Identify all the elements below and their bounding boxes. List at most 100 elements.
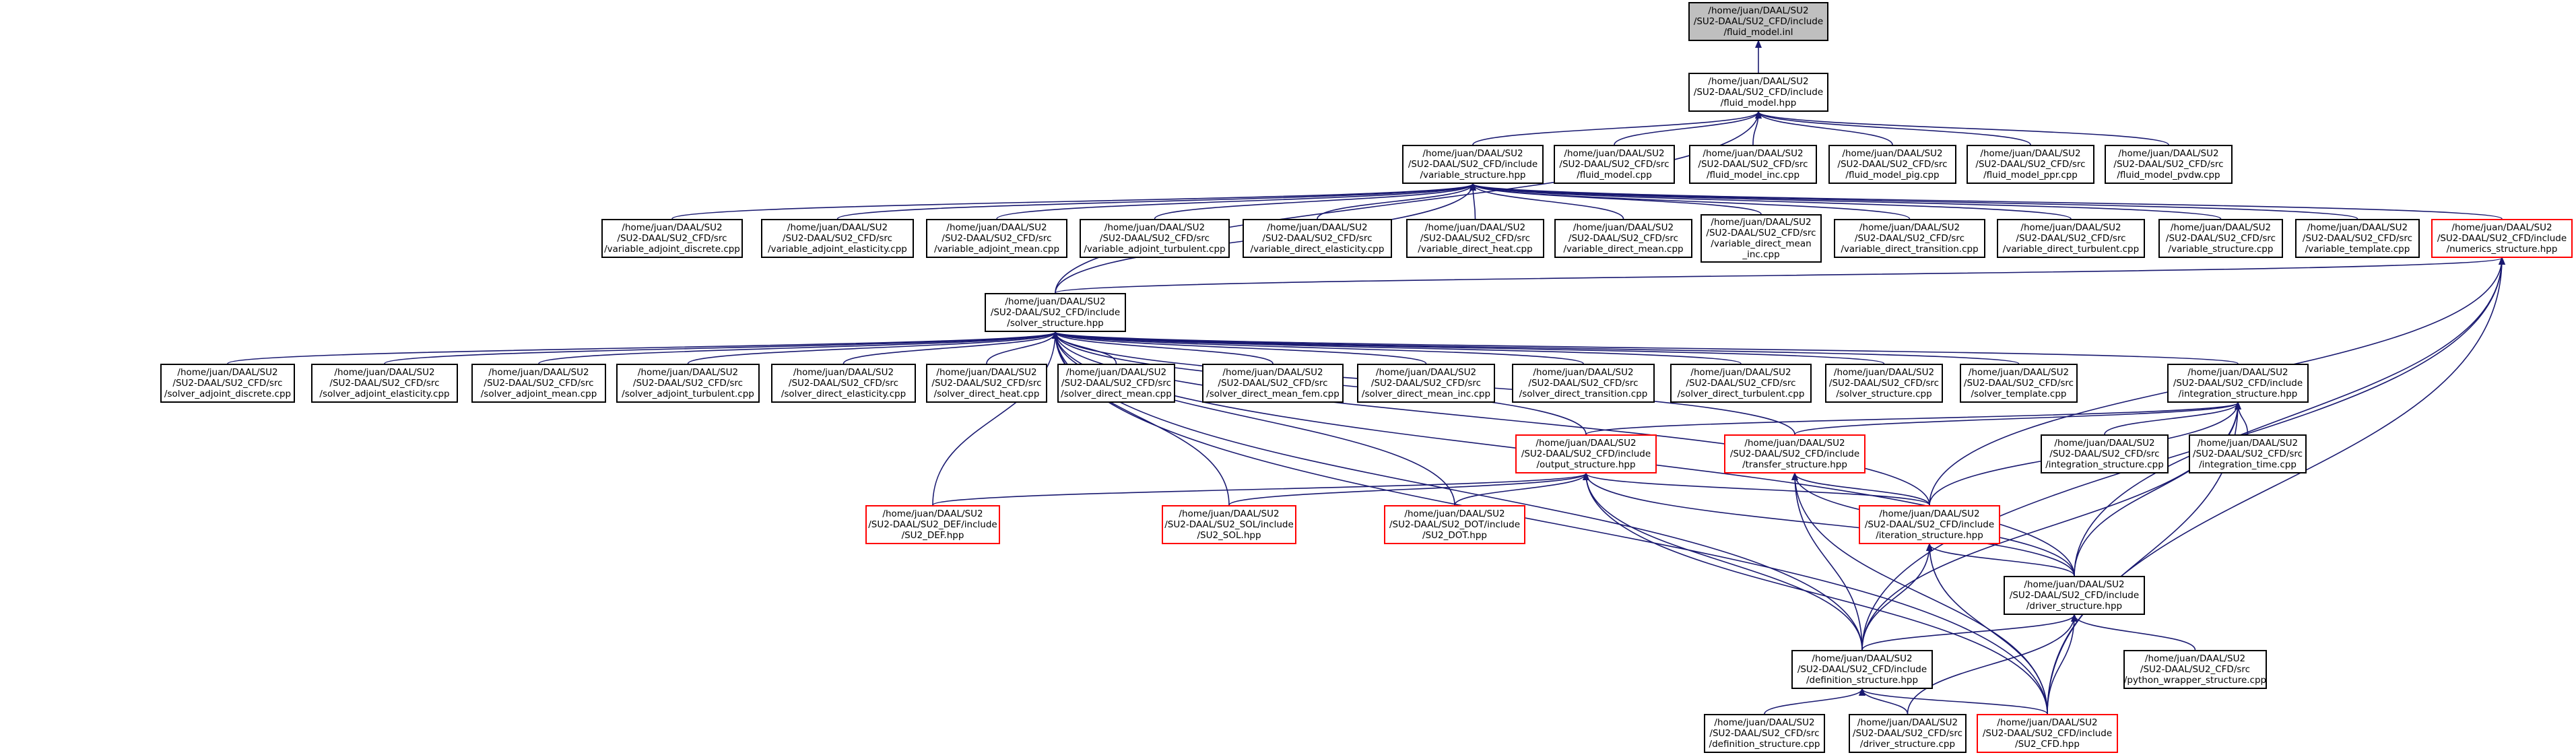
node-label-line: /home/juan/DAAL/SU2 — [1833, 367, 1935, 378]
node-sol-dir-turbulent[interactable]: /home/juan/DAAL/SU2/SU2-DAAL/SU2_CFD/src… — [1670, 364, 1812, 403]
node-iteration-structure-hpp[interactable]: /home/juan/DAAL/SU2/SU2-DAAL/SU2_CFD/inc… — [1859, 505, 2000, 544]
node-var-dir-elasticity[interactable]: /home/juan/DAAL/SU2/SU2-DAAL/SU2_CFD/src… — [1243, 219, 1392, 258]
node-label-line: /SU2-DAAL/SU2_CFD/src — [931, 378, 1042, 389]
node-var-dir-turbulent[interactable]: /home/juan/DAAL/SU2/SU2-DAAL/SU2_CFD/src… — [1997, 219, 2145, 258]
node-label-line: /variable_adjoint_turbulent.cpp — [1084, 244, 1226, 255]
node-sol-dir-transition[interactable]: /home/juan/DAAL/SU2/SU2-DAAL/SU2_CFD/src… — [1512, 364, 1655, 403]
node-label-line: /home/juan/DAAL/SU2 — [946, 222, 1047, 233]
node-sol-dir-mean-fem[interactable]: /home/juan/DAAL/SU2/SU2-DAAL/SU2_CFD/src… — [1202, 364, 1344, 403]
node-var-dir-transition[interactable]: /home/juan/DAAL/SU2/SU2-DAAL/SU2_CFD/src… — [1834, 219, 1985, 258]
node-label-line: /SU2-DAAL/SU2_CFD/src — [632, 378, 744, 389]
node-label-line: /SU2-DAAL/SU2_CFD/src — [1975, 159, 2086, 170]
edge-driver-structure-hpp-to-iteration-structure-hpp — [1926, 543, 2075, 577]
node-sol-dir-elasticity[interactable]: /home/juan/DAAL/SU2/SU2-DAAL/SU2_CFD/src… — [771, 364, 916, 403]
node-label-line: /fluid_model_pig.cpp — [1845, 170, 1940, 180]
node-label-line: _inc.cpp — [1742, 249, 1780, 260]
node-var-adj-discrete[interactable]: /home/juan/DAAL/SU2/SU2-DAAL/SU2_CFD/src… — [601, 219, 743, 258]
node-label-line: /solver_direct_elasticity.cpp — [781, 389, 906, 399]
node-label-line: /SU2-DAAL/SU2_CFD/include — [1693, 16, 1824, 27]
node-label-line: /solver_adjoint_turbulent.cpp — [622, 389, 754, 399]
node-var-adj-turbulent[interactable]: /home/juan/DAAL/SU2/SU2-DAAL/SU2_CFD/src… — [1080, 219, 1230, 258]
edge-output-structure-hpp-to-integration-structure-hpp — [1585, 401, 2241, 435]
node-driver-structure-cpp[interactable]: /home/juan/DAAL/SU2/SU2-DAAL/SU2_CFD/src… — [1849, 714, 1967, 753]
node-output-structure-hpp[interactable]: /home/juan/DAAL/SU2/SU2-DAAL/SU2_CFD/inc… — [1515, 434, 1657, 473]
node-label-line: /variable_adjoint_elasticity.cpp — [768, 244, 907, 255]
node-label-line: /fluid_model_pvdw.cpp — [2117, 170, 2220, 180]
node-fluid-model-pvdw-cpp[interactable]: /home/juan/DAAL/SU2/SU2-DAAL/SU2_CFD/src… — [2105, 145, 2233, 184]
node-sol-dir-mean-inc[interactable]: /home/juan/DAAL/SU2/SU2-DAAL/SU2_CFD/src… — [1357, 364, 1495, 403]
edge-iteration-structure-hpp-to-transfer-structure-hpp — [1791, 472, 1930, 506]
node-label-line: /iteration_structure.hpp — [1876, 530, 1983, 541]
node-su2-sol-hpp[interactable]: /home/juan/DAAL/SU2/SU2-DAAL/SU2_SOL/inc… — [1162, 505, 1296, 544]
node-su2-dot-hpp[interactable]: /home/juan/DAAL/SU2/SU2-DAAL/SU2_DOT/inc… — [1384, 505, 1525, 544]
node-integration-structure-cpp[interactable]: /home/juan/DAAL/SU2/SU2-DAAL/SU2_CFD/src… — [2041, 434, 2169, 473]
node-label-line: /SU2-DAAL/SU2_CFD/src — [329, 378, 440, 389]
edge-sol-template-cpp-to-solver-structure-hpp — [1052, 331, 2020, 364]
node-fluid-model-inc-cpp[interactable]: /home/juan/DAAL/SU2/SU2-DAAL/SU2_CFD/src… — [1689, 145, 1817, 184]
node-label-line: /home/juan/DAAL/SU2 — [2197, 438, 2299, 449]
node-fluid-model-ppr-cpp[interactable]: /home/juan/DAAL/SU2/SU2-DAAL/SU2_CFD/src… — [1967, 145, 2094, 184]
node-fluid-model-inl[interactable]: /home/juan/DAAL/SU2/SU2-DAAL/SU2_CFD/inc… — [1688, 2, 1828, 41]
node-label-line: /definition_structure.hpp — [1806, 675, 1919, 686]
edge-definition-structure-hpp-to-output-structure-hpp — [1583, 472, 1863, 651]
edge-definition-structure-hpp-to-numerics-structure-hpp — [1861, 257, 2505, 651]
node-integration-time-cpp[interactable]: /home/juan/DAAL/SU2/SU2-DAAL/SU2_CFD/src… — [2189, 434, 2307, 473]
node-var-dir-mean-inc[interactable]: /home/juan/DAAL/SU2/SU2-DAAL/SU2_CFD/src… — [1700, 214, 1822, 263]
node-driver-structure-hpp[interactable]: /home/juan/DAAL/SU2/SU2-DAAL/SU2_CFD/inc… — [2004, 576, 2145, 615]
node-label-line: /home/juan/DAAL/SU2 — [177, 367, 278, 378]
node-fluid-model-pig-cpp[interactable]: /home/juan/DAAL/SU2/SU2-DAAL/SU2_CFD/src… — [1828, 145, 1956, 184]
node-label-line: /home/juan/DAAL/SU2 — [2054, 438, 2155, 449]
node-label-line: /home/juan/DAAL/SU2 — [1424, 222, 1526, 233]
node-fluid-model-hpp[interactable]: /home/juan/DAAL/SU2/SU2-DAAL/SU2_CFD/inc… — [1688, 73, 1828, 112]
node-definition-structure-cpp[interactable]: /home/juan/DAAL/SU2/SU2-DAAL/SU2_CFD/src… — [1704, 714, 1825, 753]
node-var-dir-heat[interactable]: /home/juan/DAAL/SU2/SU2-DAAL/SU2_CFD/src… — [1406, 219, 1544, 258]
node-variable-structure-hpp[interactable]: /home/juan/DAAL/SU2/SU2-DAAL/SU2_CFD/inc… — [1402, 145, 1544, 184]
node-sol-adj-turbulent[interactable]: /home/juan/DAAL/SU2/SU2-DAAL/SU2_CFD/src… — [616, 364, 760, 403]
node-sol-adj-discrete[interactable]: /home/juan/DAAL/SU2/SU2-DAAL/SU2_CFD/src… — [160, 364, 295, 403]
node-label-line: /SU2-DAAL/SU2_CFD/src — [1828, 378, 1940, 389]
node-label-line: /SU2-DAAL/SU2_CFD/src — [1854, 233, 1965, 244]
edge-var-structure-cpp-to-variable-structure-hpp — [1469, 183, 2222, 220]
node-var-adj-elasticity[interactable]: /home/juan/DAAL/SU2/SU2-DAAL/SU2_CFD/src… — [761, 219, 914, 258]
node-fluid-model-cpp[interactable]: /home/juan/DAAL/SU2/SU2-DAAL/SU2_CFD/src… — [1554, 145, 1675, 184]
node-label-line: /home/juan/DAAL/SU2 — [2144, 653, 2246, 664]
node-numerics-structure-hpp[interactable]: /home/juan/DAAL/SU2/SU2-DAAL/SU2_CFD/inc… — [2431, 219, 2573, 258]
node-su2-cfd-hpp[interactable]: /home/juan/DAAL/SU2/SU2-DAAL/SU2_CFD/inc… — [1977, 714, 2118, 753]
edge-solver-structure-hpp-to-numerics-structure-hpp — [1055, 257, 2505, 294]
node-sol-template-cpp[interactable]: /home/juan/DAAL/SU2/SU2-DAAL/SU2_CFD/src… — [1960, 364, 2078, 403]
edge-su2-cfd-hpp-to-iteration-structure-hpp — [1926, 543, 2048, 715]
node-var-structure-cpp[interactable]: /home/juan/DAAL/SU2/SU2-DAAL/SU2_CFD/src… — [2158, 219, 2283, 258]
node-sol-structure-cpp[interactable]: /home/juan/DAAL/SU2/SU2-DAAL/SU2_CFD/src… — [1825, 364, 1943, 403]
node-sol-dir-heat[interactable]: /home/juan/DAAL/SU2/SU2-DAAL/SU2_CFD/src… — [926, 364, 1047, 403]
node-label-line: /variable_direct_elasticity.cpp — [1250, 244, 1385, 255]
edge-var-adj-discrete-to-variable-structure-hpp — [671, 183, 1476, 220]
node-label-line: /SU2-DAAL/SU2_DOT/include — [1389, 519, 1521, 530]
node-label-line: /driver_structure.cpp — [1859, 739, 1956, 750]
node-label-line: /home/juan/DAAL/SU2 — [488, 367, 589, 378]
node-integration-structure-hpp[interactable]: /home/juan/DAAL/SU2/SU2-DAAL/SU2_CFD/inc… — [2167, 364, 2309, 403]
edge-var-dir-turbulent-to-variable-structure-hpp — [1469, 183, 2072, 220]
node-sol-adj-mean[interactable]: /home/juan/DAAL/SU2/SU2-DAAL/SU2_CFD/src… — [471, 364, 606, 403]
node-label-line: /home/juan/DAAL/SU2 — [882, 508, 983, 519]
node-definition-structure-hpp[interactable]: /home/juan/DAAL/SU2/SU2-DAAL/SU2_CFD/inc… — [1791, 650, 1933, 689]
node-sol-dir-mean[interactable]: /home/juan/DAAL/SU2/SU2-DAAL/SU2_CFD/src… — [1057, 364, 1175, 403]
node-var-dir-mean[interactable]: /home/juan/DAAL/SU2/SU2-DAAL/SU2_CFD/src… — [1554, 219, 1692, 258]
node-label-line: /SU2-DAAL/SU2_CFD/src — [1837, 159, 1948, 170]
node-label-line: /SU2-DAAL/SU2_CFD/include — [2173, 378, 2303, 389]
node-label-line: /home/juan/DAAL/SU2 — [1980, 148, 2081, 159]
node-label-line: /home/juan/DAAL/SU2 — [334, 367, 435, 378]
node-sol-adj-elasticity[interactable]: /home/juan/DAAL/SU2/SU2-DAAL/SU2_CFD/src… — [311, 364, 458, 403]
edge-var-dir-mean-to-variable-structure-hpp — [1469, 183, 1624, 220]
node-label-line: /home/juan/DAAL/SU2 — [1422, 148, 1523, 159]
node-var-adj-mean[interactable]: /home/juan/DAAL/SU2/SU2-DAAL/SU2_CFD/src… — [926, 219, 1067, 258]
edge-driver-structure-hpp-to-output-structure-hpp — [1583, 472, 2075, 577]
node-label-line: /variable_direct_turbulent.cpp — [2002, 244, 2140, 255]
node-label-line: /solver_direct_mean_fem.cpp — [1206, 389, 1340, 399]
node-solver-structure-hpp[interactable]: /home/juan/DAAL/SU2/SU2-DAAL/SU2_CFD/inc… — [985, 293, 1126, 332]
edge-python-wrapper-cpp-to-driver-structure-hpp — [2071, 614, 2196, 651]
node-su2-def-hpp[interactable]: /home/juan/DAAL/SU2/SU2-DAAL/SU2_DEF/inc… — [865, 505, 1000, 544]
node-label-line: /solver_direct_transition.cpp — [1519, 389, 1648, 399]
node-python-wrapper-cpp[interactable]: /home/juan/DAAL/SU2/SU2-DAAL/SU2_CFD/src… — [2123, 650, 2267, 689]
node-var-template-cpp[interactable]: /home/juan/DAAL/SU2/SU2-DAAL/SU2_CFD/src… — [2295, 219, 2420, 258]
node-transfer-structure-hpp[interactable]: /home/juan/DAAL/SU2/SU2-DAAL/SU2_CFD/inc… — [1724, 434, 1865, 473]
